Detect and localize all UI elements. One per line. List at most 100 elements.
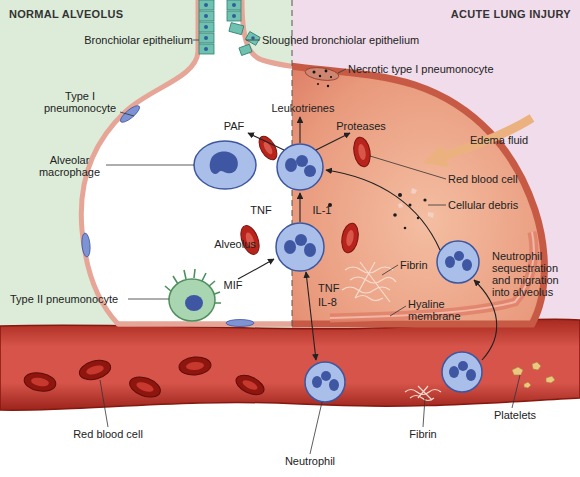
alveolar-macrophage [194, 141, 256, 189]
bronchiolar-epithelium [199, 11, 214, 21]
leader-line [382, 265, 398, 275]
fibrin-strands [405, 386, 441, 401]
alveolus-sac [81, 0, 580, 340]
part-label: IL-8 [318, 296, 348, 308]
type-two-pneumonocyte [165, 269, 221, 321]
red-blood-cell [23, 356, 267, 401]
neutrophil [466, 369, 476, 381]
neutrophil [458, 361, 468, 371]
platelet [546, 376, 555, 383]
fibrin-strands [355, 262, 390, 302]
part-label: Platelets [480, 409, 550, 421]
alveolus-sac [292, 0, 580, 340]
neutrophil [329, 379, 339, 391]
red-blood-cell [23, 370, 58, 393]
neutrophil [276, 223, 324, 271]
mediator-arrow [299, 193, 300, 222]
red-blood-cell [186, 361, 205, 371]
necrotic-pneumonocyte [327, 85, 329, 87]
part-label: Hyaline membrane [408, 298, 468, 322]
sloughed-epithelium [232, 14, 236, 18]
cellular-debris [398, 193, 402, 197]
necrotic-pneumonocyte [313, 71, 316, 74]
activated-macrophage [277, 144, 323, 190]
part-label: Alveolar macrophage [32, 154, 107, 178]
mediator-arrow [316, 133, 350, 150]
red-blood-cell [233, 371, 267, 398]
neutrophil [305, 362, 345, 402]
part-label: TNF [318, 282, 348, 294]
bronchiolar-epithelium [204, 3, 208, 7]
cellular-debris [398, 203, 403, 208]
neutrophil [445, 256, 455, 268]
neutrophil [284, 240, 296, 254]
leader-line [120, 112, 134, 116]
neutrophil [305, 362, 345, 402]
leader-line [310, 402, 322, 454]
mediator-arrow [326, 170, 440, 250]
red-blood-cell [23, 370, 58, 393]
red-blood-cell [77, 357, 113, 383]
blood-vessel [0, 319, 580, 410]
red-blood-cell [233, 371, 267, 398]
leader-line [128, 299, 169, 300]
necrotic-pneumonocyte [304, 66, 339, 83]
part-label: MIF [218, 279, 248, 291]
bronchiolar-epithelium [199, 0, 214, 10]
fibrin-strands [355, 296, 383, 301]
mediator-arrow [238, 117, 497, 360]
leader-line [512, 375, 520, 408]
red-blood-cell [85, 364, 104, 376]
sloughed-epithelium [227, 11, 241, 21]
leader-line [423, 398, 425, 427]
neutrophil [437, 241, 479, 283]
part-label: Red blood cell [58, 428, 158, 440]
type-one-pneumonocyte [81, 233, 91, 258]
mediator-arrow [299, 117, 300, 143]
platelet [532, 362, 541, 370]
part-label: PAF [218, 120, 250, 132]
type-two-pneumonocyte [169, 279, 215, 321]
leader-line [370, 156, 446, 179]
necrotic-pneumonocyte [319, 75, 321, 77]
cellular-debris [393, 213, 397, 217]
red-blood-cell [340, 222, 361, 254]
leader-line [428, 205, 446, 206]
mediator-arrow [238, 259, 274, 279]
bronchiolar-epithelium [199, 0, 214, 54]
part-label: Cellular debris [448, 199, 548, 211]
bronchiolar-epithelium [199, 22, 214, 32]
leader-line [390, 306, 406, 316]
bronchiolar-epithelium [204, 14, 208, 18]
type-two-pneumonocyte [185, 295, 203, 311]
bronchiolar-epithelium [204, 47, 208, 51]
sloughed-epithelium [251, 36, 255, 40]
cellular-debris [428, 212, 434, 218]
red-blood-cell [352, 136, 373, 168]
red-blood-cell [345, 230, 355, 247]
bronchiolar-epithelium [199, 44, 214, 54]
red-blood-cell [127, 373, 163, 401]
sloughed-epithelium [227, 0, 241, 10]
type-one-pneumonocyte [226, 320, 254, 327]
part-label: Alveolus [205, 238, 265, 250]
neutrophil [449, 366, 459, 378]
neutrophil [454, 251, 464, 261]
platelet [524, 382, 531, 388]
neutrophil [437, 241, 479, 283]
part-label: Type I pneumonocyte [40, 90, 120, 114]
necrotic-pneumonocyte [330, 76, 332, 78]
platelet [512, 362, 555, 388]
part-label: Edema fluid [470, 134, 550, 146]
leader-line [106, 165, 194, 166]
sloughed-epithelium [232, 3, 236, 7]
mediator-arrow [248, 133, 284, 150]
cellular-debris [411, 188, 417, 194]
activated-macrophage [296, 155, 308, 167]
activated-macrophage [304, 165, 316, 177]
platelet [512, 367, 523, 375]
red-blood-cell [255, 133, 280, 163]
part-label: Neutrophil sequestration and migration i… [492, 250, 578, 298]
